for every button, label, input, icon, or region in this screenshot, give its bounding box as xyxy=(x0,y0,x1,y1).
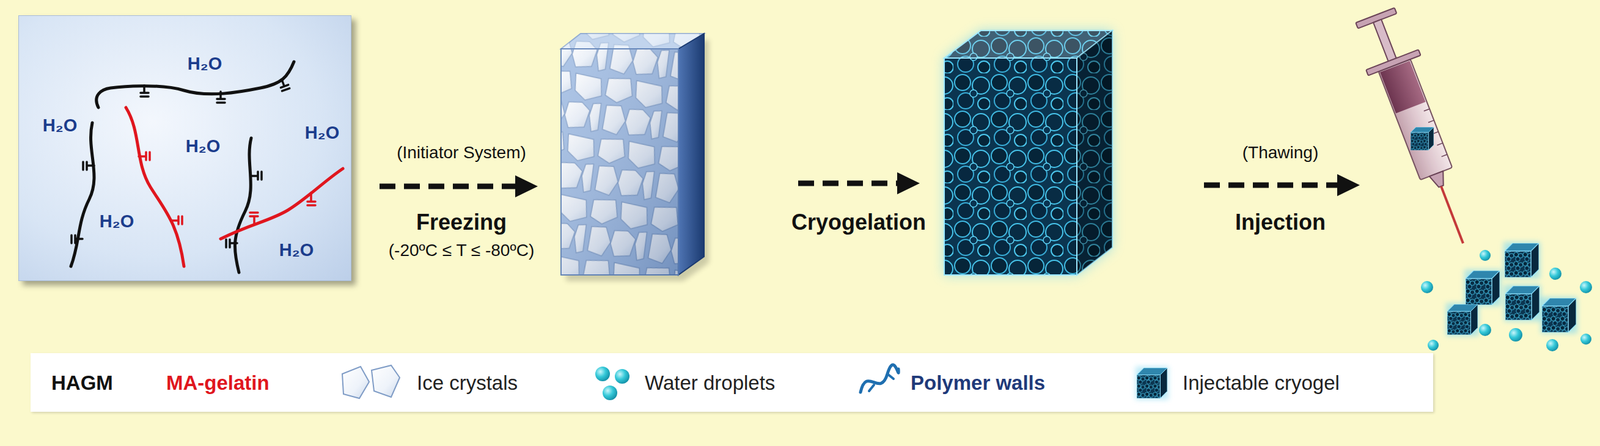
step-label: (-20ºC ≤ T ≤ -80ºC) xyxy=(388,240,535,261)
water-label: H₂O xyxy=(42,115,78,136)
legend-text: Water droplets xyxy=(644,371,775,395)
water-label: H₂O xyxy=(99,211,134,232)
step-label: Cryogelation xyxy=(791,209,926,235)
water-label: H₂O xyxy=(187,53,222,74)
step-label: (Initiator System) xyxy=(396,143,527,163)
process-arrow xyxy=(379,175,538,198)
legend-text: MA-gelatin xyxy=(166,371,270,395)
polymer-wall-icon xyxy=(860,364,899,393)
step-label: (Thawing) xyxy=(1242,143,1319,163)
legend-text: Ice crystals xyxy=(416,371,518,395)
process-arrow xyxy=(1203,174,1360,197)
cryogel-in-syringe xyxy=(1410,127,1434,151)
cryogel-cube xyxy=(944,30,1113,276)
legend-text: HAGM xyxy=(51,371,114,395)
frozen-cube xyxy=(561,33,709,282)
cryogel-icon xyxy=(1135,366,1169,400)
polymer-solution-panel: H₂O H₂O H₂O H₂O H₂O H₂O xyxy=(18,15,352,282)
legend-text: Polymer walls xyxy=(910,371,1046,395)
ice-crystal-icon xyxy=(342,365,400,399)
water-droplets xyxy=(1420,249,1593,352)
water-label: H₂O xyxy=(279,240,314,261)
step-label: Freezing xyxy=(416,209,507,235)
process-arrow xyxy=(798,172,920,195)
water-droplet-icon xyxy=(595,366,630,401)
injected-cryogel xyxy=(1445,242,1578,337)
step-label: Injection xyxy=(1235,209,1326,235)
water-label: H₂O xyxy=(304,122,340,144)
water-label: H₂O xyxy=(185,136,221,157)
syringe xyxy=(1348,4,1490,254)
legend-text: Injectable cryogel xyxy=(1182,371,1340,395)
